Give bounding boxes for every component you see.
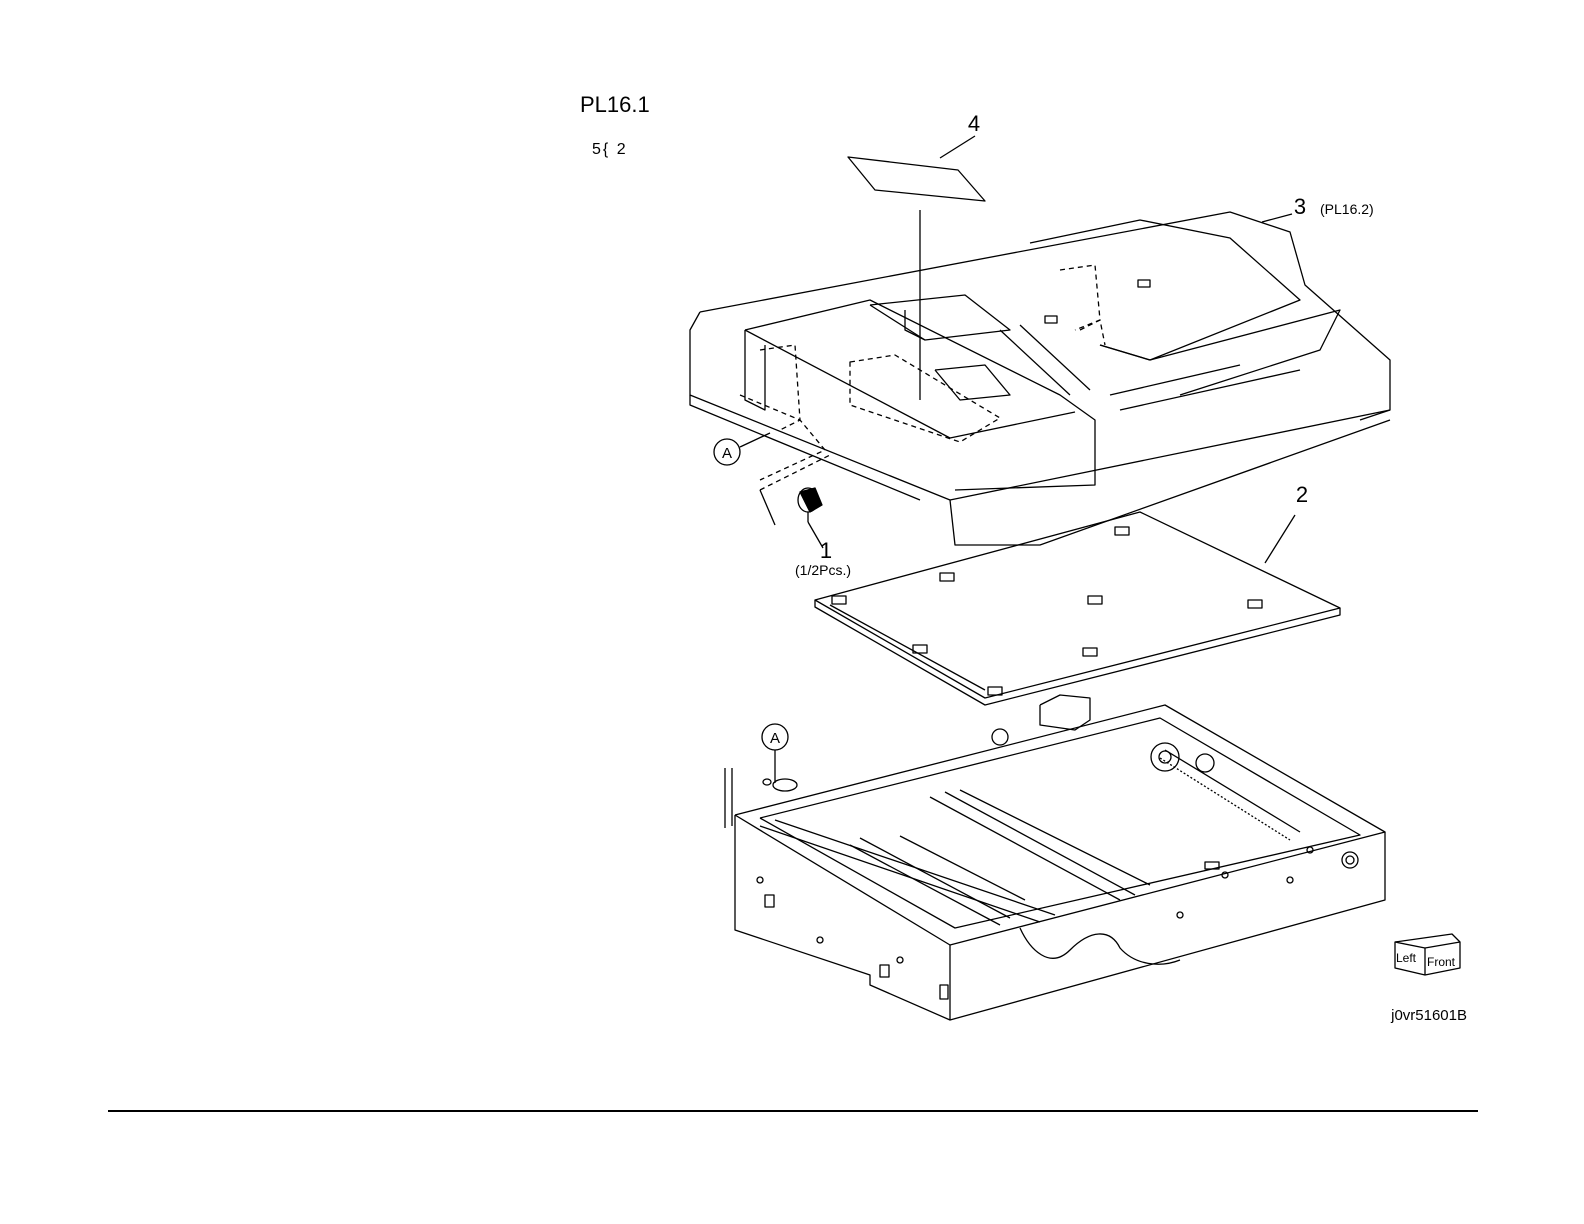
page-footer-rule: [108, 1110, 1478, 1112]
document-feeder-part: [690, 212, 1390, 545]
leader-line-a-top: [740, 433, 770, 447]
callout-item-2: 2: [1296, 482, 1308, 507]
callout-item-1-qty: (1/2Pcs.): [795, 562, 851, 578]
orientation-front-label: Front: [1427, 955, 1456, 969]
ref-label-a-bottom: A: [770, 730, 780, 747]
platen-cushion-part: [815, 512, 1340, 705]
callout-item-4: 4: [968, 111, 980, 136]
callout-item-3: 3: [1294, 194, 1306, 219]
callout-item-3-ref: (PL16.2): [1320, 201, 1374, 217]
label-sheet-part: [848, 157, 985, 400]
leader-line-2: [1265, 515, 1295, 563]
callout-item-1: 1: [820, 538, 832, 563]
leader-line-4: [940, 136, 975, 158]
scanner-frame-part: [725, 695, 1385, 1020]
figure-id: j0vr51601B: [1390, 1007, 1467, 1024]
ref-label-a-top: A: [722, 445, 732, 462]
thumb-screw-part: [760, 455, 830, 548]
orientation-left-label: Left: [1396, 951, 1417, 965]
leader-line-3: [1262, 214, 1292, 222]
